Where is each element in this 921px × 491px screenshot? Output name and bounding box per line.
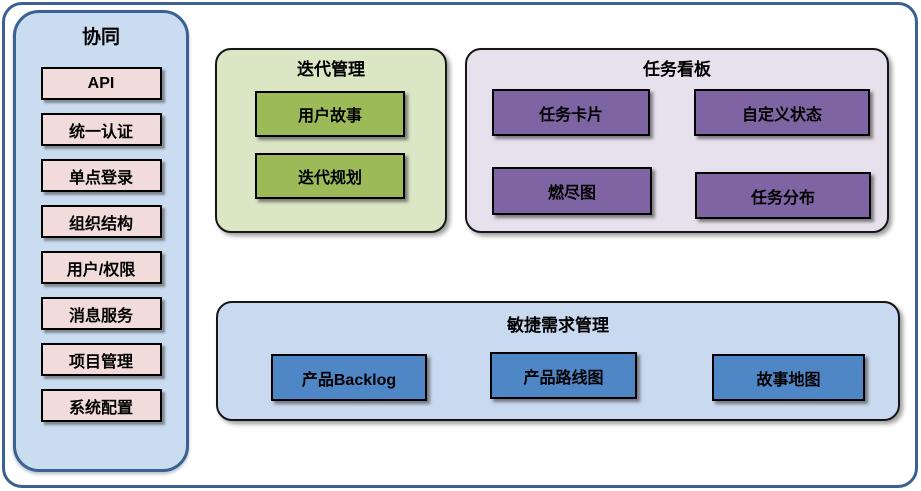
sidebar-item-org-structure: 组织结构 [40, 205, 162, 238]
task-board-title: 任务看板 [643, 60, 711, 79]
sidebar-item-unified-auth: 统一认证 [40, 113, 162, 146]
agile-requirements-title: 敏捷需求管理 [507, 316, 609, 335]
collaboration-item-list: API 统一认证 单点登录 组织结构 用户/权限 消息服务 项目管理 系统配置 [40, 67, 162, 422]
collaboration-panel-title: 协同 [81, 27, 120, 48]
feature-box-task-distribution: 任务分布 [695, 172, 871, 219]
feature-box-story-map: 故事地图 [712, 354, 865, 401]
feature-box-product-backlog: 产品Backlog [271, 354, 427, 401]
sidebar-item-api: API [40, 67, 162, 100]
agile-requirements-panel: 敏捷需求管理 产品Backlog 产品路线图 故事地图 [216, 301, 900, 421]
sidebar-item-single-sign-on: 单点登录 [40, 159, 162, 192]
feature-box-burndown-chart: 燃尽图 [492, 167, 652, 215]
feature-box-product-roadmap: 产品路线图 [490, 352, 637, 399]
sidebar-item-message-service: 消息服务 [40, 297, 162, 330]
sidebar-item-system-config: 系统配置 [40, 389, 162, 422]
iteration-management-title: 迭代管理 [297, 60, 365, 79]
feature-box-iteration-planning: 迭代规划 [255, 153, 405, 199]
task-board-panel: 任务看板 任务卡片 自定义状态 燃尽图 任务分布 [465, 48, 889, 233]
iteration-management-panel: 迭代管理 用户故事 迭代规划 [215, 48, 447, 233]
sidebar-item-project-management: 项目管理 [40, 343, 162, 376]
collaboration-panel: 协同 API 统一认证 单点登录 组织结构 用户/权限 消息服务 项目管理 系统… [13, 10, 189, 472]
sidebar-item-user-permissions: 用户/权限 [40, 251, 162, 284]
feature-box-user-story: 用户故事 [255, 91, 405, 137]
feature-box-task-card: 任务卡片 [492, 89, 650, 136]
feature-box-custom-status: 自定义状态 [694, 89, 870, 136]
